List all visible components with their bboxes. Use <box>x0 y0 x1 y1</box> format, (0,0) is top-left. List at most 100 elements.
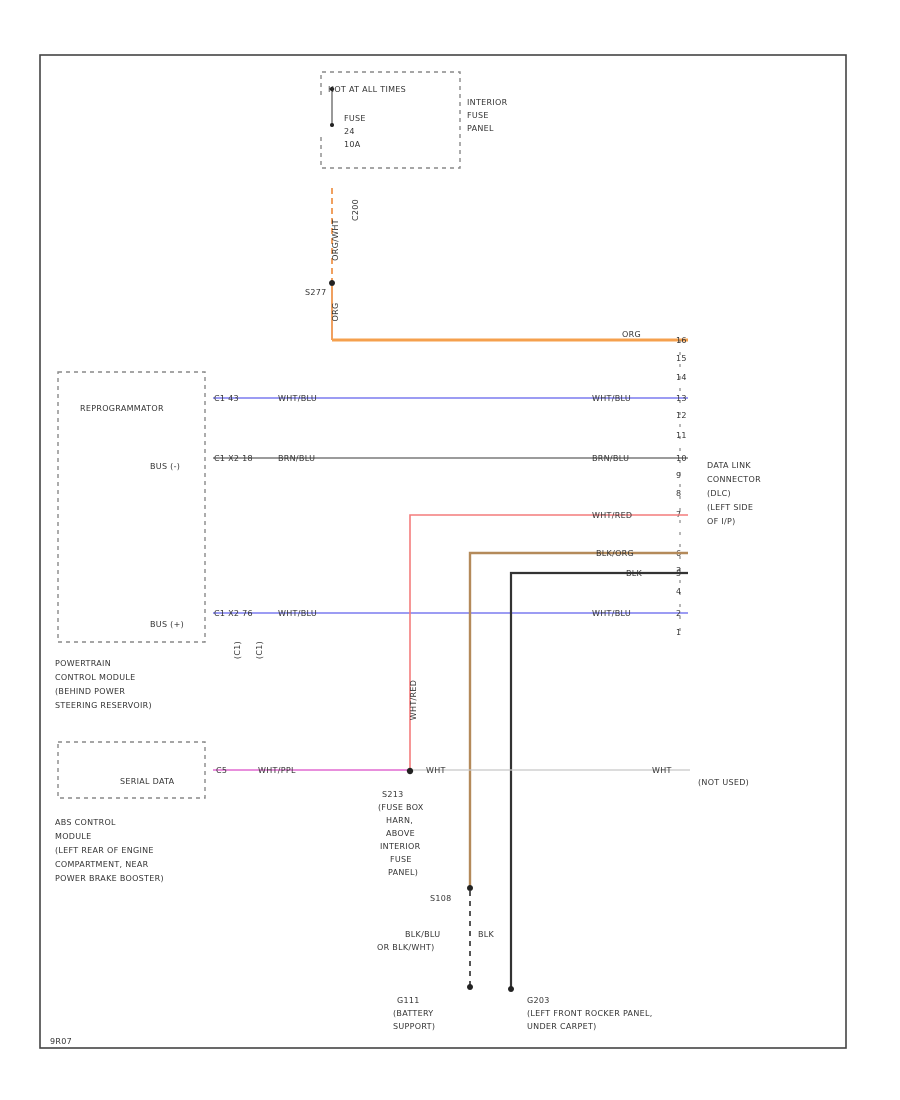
splice-s213 <box>406 767 414 775</box>
abs-name-line-5: POWER BRAKE BOOSTER) <box>55 874 164 883</box>
corner-code: 9R07 <box>50 1037 72 1046</box>
dlc-pin-14: 14 <box>676 373 687 382</box>
wht-red-wire <box>409 514 688 770</box>
pcm-pin-bus-plus: C1 X2 76 <box>214 609 253 618</box>
serial-data-circuit: C5 WHT/PPL WHT WHT (NOT USED) S213 (FUSE… <box>213 766 749 877</box>
data-link-connector: 16 15 14 13 12 11 10 9 8 7 6 5 4 3 2 1 D… <box>676 336 761 637</box>
splice-s108-label: S108 <box>430 894 452 903</box>
wht-blu-top-dlc-label: WHT/BLU <box>592 394 631 403</box>
s213-line-1: S213 <box>382 790 404 799</box>
abs-pin-label: C5 <box>216 766 227 775</box>
dlc-pin-13: 13 <box>676 394 687 403</box>
wht-blu-bus-plus-dlc-label: WHT/BLU <box>592 609 631 618</box>
abs-name-line-1: ABS CONTROL <box>55 818 116 827</box>
dlc-pin-11: 11 <box>676 431 687 440</box>
abs-serial-data-label: SERIAL DATA <box>120 777 175 786</box>
splice-s108 <box>467 885 473 891</box>
pcm-name-line-1: POWERTRAIN <box>55 659 111 668</box>
pcm-name-line-4: STEERING RESERVOIR) <box>55 701 152 710</box>
dlc-pin-4: 4 <box>676 587 681 596</box>
not-used-label: (NOT USED) <box>698 778 749 787</box>
abs-name-line-4: COMPARTMENT, NEAR <box>55 860 149 869</box>
g111-line-3: SUPPORT) <box>393 1022 435 1031</box>
pcm-bus-minus-label: BUS (-) <box>150 462 180 471</box>
abs-name-line-2: MODULE <box>55 832 92 841</box>
wht-red-circuit: WHT/RED WHT/RED <box>409 511 688 770</box>
hot-at-all-times-label: HOT AT ALL TIMES <box>328 85 406 94</box>
blk-blu-line-1: BLK/BLU <box>405 930 440 939</box>
g111-line-1: G111 <box>397 996 420 1005</box>
dlc-name-line-1: DATA LINK <box>707 461 751 470</box>
blk-circuit: BLK <box>509 569 688 988</box>
pcm-name-line-2: CONTROL MODULE <box>55 673 136 682</box>
pcm-pin-bus-minus: C1 X2 18 <box>214 454 253 463</box>
abs-control-module: SERIAL DATA ABS CONTROL MODULE (LEFT REA… <box>55 741 206 883</box>
ground-g111 <box>467 984 473 990</box>
wht-left-label: WHT <box>426 766 446 775</box>
dlc-name-line-2: CONNECTOR <box>707 475 761 484</box>
dlc-pin-2: 2 <box>676 609 681 618</box>
blk-blu-line-2: OR BLK/WHT) <box>377 943 435 952</box>
dlc-pin-15: 15 <box>676 354 687 363</box>
orange-dlc-wire-label: ORG <box>622 330 641 339</box>
brn-blu-dlc-label: BRN/BLU <box>592 454 629 463</box>
orange-feed-circuit: C200 ORG/WHT S277 ORG ORG <box>305 188 688 342</box>
fuse-rating: 10A <box>344 140 361 149</box>
g203-line-1: G203 <box>527 996 550 1005</box>
pcm-connector-c1-b: (C1) <box>255 641 264 659</box>
dlc-pin-9: 9 <box>676 471 681 480</box>
s213-line-4: ABOVE <box>386 829 415 838</box>
fuse-panel-box <box>320 71 461 169</box>
pcm-wires: C1 43 WHT/BLU WHT/BLU C1 X2 18 BRN/BLU B… <box>213 394 688 618</box>
wht-blu-top-label: WHT/BLU <box>278 394 317 403</box>
fuse-number: 24 <box>344 127 355 136</box>
fuse-name: FUSE <box>344 114 366 123</box>
dlc-pin-16: 16 <box>676 336 687 345</box>
wht-red-dlc-label: WHT/RED <box>592 511 632 520</box>
dlc-name-line-5: OF I/P) <box>707 517 736 526</box>
g203-line-2: (LEFT FRONT ROCKER PANEL, <box>527 1009 653 1018</box>
blk-org-circuit: BLK/ORG <box>468 549 688 887</box>
orange-vertical-wire-label: ORG/WHT <box>331 219 340 261</box>
blk-wire-to-g203 <box>509 571 688 988</box>
blk-dlc-label: BLK <box>626 569 643 578</box>
dlc-pin-12: 12 <box>676 411 687 420</box>
splice-s277-label: S277 <box>305 288 327 297</box>
panel-name-line-1: INTERIOR <box>467 98 508 107</box>
panel-name-line-3: PANEL <box>467 124 494 133</box>
ground-circuit: S108 BLK BLK/BLU OR BLK/WHT) G111 (BATTE… <box>377 885 653 1031</box>
pcm-pin-top: C1 43 <box>214 394 239 403</box>
pcm-box <box>57 371 206 643</box>
g203-line-3: UNDER CARPET) <box>527 1022 597 1031</box>
s213-line-2: (FUSE BOX <box>378 803 424 812</box>
interior-fuse-panel: HOT AT ALL TIMES FUSE 24 10A INTERIOR FU… <box>320 71 508 169</box>
blk-org-dlc-label: BLK/ORG <box>596 549 634 558</box>
dlc-pin-3: 3 <box>676 566 681 575</box>
dlc-pin-1: 1 <box>676 628 681 637</box>
dlc-pin-8: 8 <box>676 489 681 498</box>
s213-line-6: FUSE <box>390 855 412 864</box>
s213-line-7: PANEL) <box>388 868 418 877</box>
s213-line-3: HARN, <box>386 816 413 825</box>
dlc-name-line-4: (LEFT SIDE <box>707 503 753 512</box>
powertrain-control-module: REPROGRAMMATOR BUS (-) BUS (+) (C1) (C1)… <box>55 371 264 710</box>
g111-line-2: (BATTERY <box>393 1009 433 1018</box>
wht-red-vertical-label: WHT/RED <box>409 680 418 720</box>
fuse-terminal <box>330 123 334 127</box>
connector-c200-label: C200 <box>351 199 360 221</box>
dlc-pin-10: 10 <box>676 454 687 463</box>
splice-s277 <box>329 280 335 286</box>
blk-org-wire <box>468 551 688 887</box>
orange-low-label: ORG <box>331 303 340 322</box>
s213-line-5: INTERIOR <box>380 842 421 851</box>
abs-box <box>57 741 206 799</box>
pcm-connector-c1-a: (C1) <box>233 641 242 659</box>
hot-bus-terminal <box>329 86 335 92</box>
dlc-name-line-3: (DLC) <box>707 489 731 498</box>
wht-right-label: WHT <box>652 766 672 775</box>
pcm-title: REPROGRAMMATOR <box>80 404 164 413</box>
blk-s108-label: BLK <box>478 930 495 939</box>
pcm-bus-plus-label: BUS (+) <box>150 620 184 629</box>
panel-name-line-2: FUSE <box>467 111 489 120</box>
